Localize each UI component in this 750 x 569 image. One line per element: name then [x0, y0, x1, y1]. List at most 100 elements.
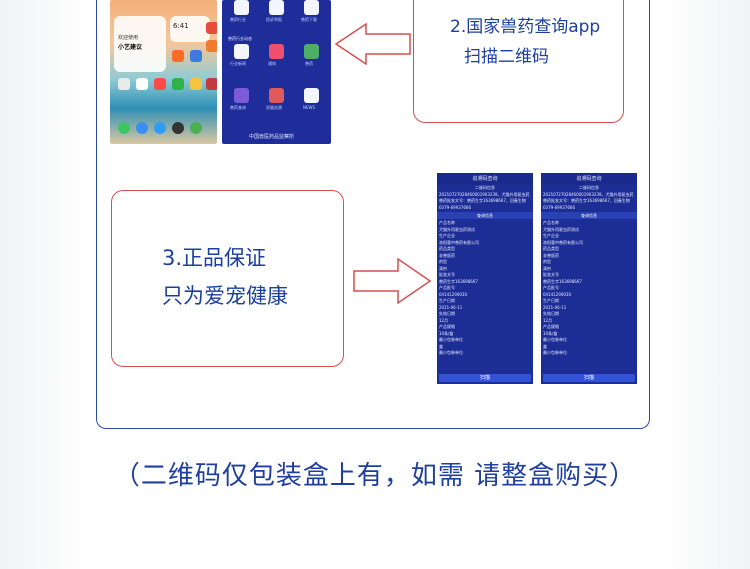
app-icon[interactable] [206, 22, 217, 34]
phone-icon[interactable] [118, 122, 130, 134]
footer-note: （二维码仅包装盒上有，如需 请整盒购买） [113, 461, 637, 491]
field-value: 犬猫外用驱虫药测试 [439, 226, 475, 232]
scan-button[interactable]: 扫描 [439, 374, 531, 382]
field-label: 最小包装单位 [439, 337, 463, 342]
field-label: 最小包装单位 [543, 350, 567, 355]
qr-line: 20210727028460001903239，犬猫外用驱虫药 [439, 191, 530, 197]
field-label: 产品名称 [439, 220, 455, 225]
weather-widget: 6:41 [170, 16, 210, 42]
news-icon[interactable] [304, 88, 319, 103]
step3-subtitle: 只为爱宠健康 [162, 284, 288, 308]
qr-line: 兽药批准文号：兽药生字163698667，回春生物 [543, 198, 630, 203]
qr-header: 二维码信息 [579, 185, 599, 190]
app-icon[interactable] [118, 78, 130, 90]
widget-text: 欢迎使用 [118, 35, 139, 41]
app-label: 行业新闻 [230, 61, 246, 66]
field-value: 盒 [543, 343, 547, 349]
assistant-widget: 欢迎使用 小艺建议 [114, 16, 166, 72]
section-title: 查询信息 [437, 212, 533, 219]
field-label: 批准文号 [543, 272, 559, 277]
qr-phone: 0379-69937666 [543, 204, 575, 210]
field-value: 盒 [439, 343, 443, 349]
field-value: 犬猫外用驱虫药测试 [543, 226, 579, 232]
phone-home-screenshot: 欢迎使用 小艺建议 6:41 [110, 0, 217, 144]
app-label: 兽药 [305, 61, 313, 66]
app-label: 通知 [268, 61, 276, 66]
app-icon[interactable] [190, 78, 202, 90]
app-icon[interactable] [136, 78, 148, 90]
field-value: 10条/盒 [439, 330, 454, 336]
app-icon[interactable] [269, 44, 284, 59]
arrow-left-icon [334, 22, 411, 66]
field-label: 产品名称 [543, 220, 559, 225]
app-icon[interactable] [234, 0, 249, 15]
app-icon[interactable] [304, 0, 319, 15]
field-label: 剂型 [439, 259, 447, 264]
app-icon[interactable] [206, 78, 217, 90]
field-value: 04141290030 [439, 291, 467, 297]
app-label: 兽药下载 [301, 17, 317, 22]
field-value: 兽药生字163698667 [543, 278, 582, 284]
step2-subtitle: 扫描二维码 [464, 47, 549, 67]
qr-header: 二维码信息 [475, 185, 495, 190]
field-value: 10条/盒 [543, 330, 558, 336]
app-icon[interactable] [190, 50, 202, 62]
section-label: 兽药行业动态 [228, 36, 252, 41]
step2-title: 2.国家兽药查询app [450, 17, 601, 37]
app-icon[interactable] [269, 88, 284, 103]
scan-button[interactable]: 扫描 [543, 374, 635, 382]
field-label: 产品规格 [439, 324, 455, 329]
qr-phone: 0379-69937666 [439, 204, 471, 210]
app-icon[interactable] [269, 0, 284, 15]
field-label: 生产日期 [543, 298, 559, 303]
field-label: 产品批号 [543, 285, 559, 290]
field-label: 生产企业 [439, 233, 455, 238]
field-label: 最小包装单位 [439, 350, 463, 355]
contacts-icon[interactable] [136, 122, 148, 134]
app-icon[interactable] [190, 122, 202, 134]
widget-title: 小艺建议 [118, 44, 143, 51]
result-phone-2: 追溯码查询 二维码信息 20210727028460001903239，犬猫外用… [541, 173, 637, 384]
field-value: 04141290030 [543, 291, 571, 297]
field-value: 洛阳惠中兽药有限公司 [543, 239, 583, 245]
phone-blue-screenshot: 兽药行业 投诉举报 兽药下载 兽药行业动态 行业新闻 通知 兽药 兽药查询 质量… [222, 0, 331, 144]
field-value: 2021-06-11 [543, 304, 567, 310]
app-label: 兽药行业 [230, 17, 246, 22]
step3-title: 3.正品保证 [162, 246, 267, 270]
field-value: 非兽医药 [543, 252, 559, 258]
field-value: 洛阳惠中兽药有限公司 [439, 239, 479, 245]
app-icon[interactable] [154, 78, 166, 90]
qr-line: 兽药批准文号：兽药生字163698667，回春生物 [439, 198, 526, 203]
result-phone-1: 追溯码查询 二维码信息 20210727028460001903239，犬猫外用… [437, 173, 533, 384]
camera-icon[interactable] [172, 122, 184, 134]
field-value: 12月 [543, 317, 553, 323]
field-label: 失效日期 [543, 311, 559, 316]
field-label: 产品规格 [543, 324, 559, 329]
app-icon[interactable] [206, 40, 217, 52]
messages-icon[interactable] [154, 122, 166, 134]
step3-panel: 3.正品保证 只为爱宠健康 [111, 190, 344, 367]
result-title: 追溯码查询 [541, 173, 637, 185]
field-value: 滴剂 [439, 265, 447, 271]
app-label: 质量追溯 [266, 105, 282, 110]
clock-text: 6:41 [173, 22, 189, 30]
app-label: 投诉举报 [266, 17, 282, 22]
field-label: 生产日期 [439, 298, 455, 303]
field-label: 药品类型 [439, 246, 455, 251]
field-label: 产品批号 [439, 285, 455, 290]
field-label: 剂型 [543, 259, 551, 264]
field-value: 滴剂 [543, 265, 551, 271]
field-label: 药品类型 [543, 246, 559, 251]
step2-panel: 2.国家兽药查询app 扫描二维码 [413, 0, 624, 123]
app-icon[interactable] [172, 50, 184, 62]
field-label: 批准文号 [439, 272, 455, 277]
app-label: NEWS [303, 105, 316, 110]
app-icon[interactable] [234, 88, 249, 103]
footer-label: 中国兽医药品监察所 [249, 134, 295, 140]
field-value: 兽药生字163698667 [439, 278, 478, 284]
field-label: 最小包装单位 [543, 337, 567, 342]
app-icon[interactable] [234, 44, 249, 59]
app-icon[interactable] [172, 78, 184, 90]
qr-line: 20210727028460001903239，犬猫外用驱虫药 [543, 191, 634, 197]
app-icon[interactable] [304, 44, 319, 59]
